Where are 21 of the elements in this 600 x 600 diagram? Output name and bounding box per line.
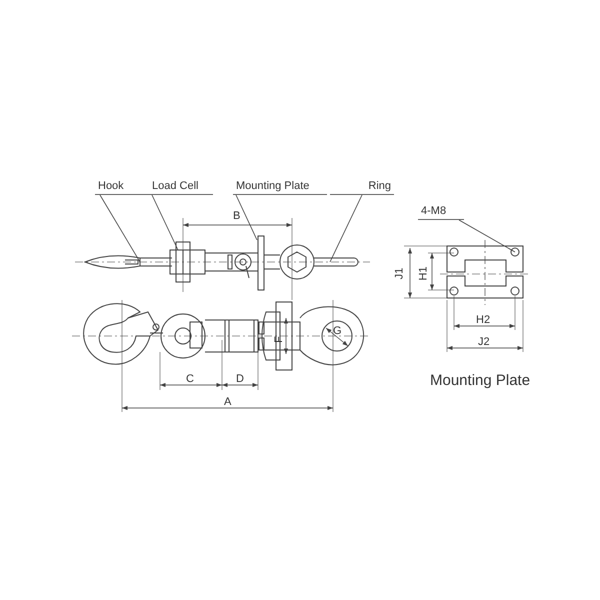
dimension-label: F	[274, 336, 285, 343]
part-callout: 4-M8	[418, 205, 464, 220]
dimension-label: H1	[418, 266, 430, 281]
leader-line	[152, 194, 178, 250]
dimension-label: G	[333, 326, 342, 337]
leader-line	[236, 194, 258, 240]
part-callout: Ring	[330, 180, 394, 195]
dimension-label: B	[233, 211, 240, 222]
leader-line	[100, 194, 140, 262]
part-callout: Hook	[95, 180, 153, 195]
dimension-label: J1	[394, 268, 406, 280]
view-caption: Mounting Plate	[430, 373, 530, 388]
leader-line	[458, 220, 516, 252]
part-callout: Mounting Plate	[233, 180, 327, 195]
dimension-label: D	[236, 374, 244, 385]
dimension-label: H2	[476, 315, 490, 326]
leader-line	[330, 194, 362, 262]
part-callout: Load Cell	[149, 180, 213, 195]
dimension-label: A	[224, 397, 232, 408]
dimension-label: C	[186, 374, 194, 385]
dimension-label: J2	[478, 337, 490, 348]
